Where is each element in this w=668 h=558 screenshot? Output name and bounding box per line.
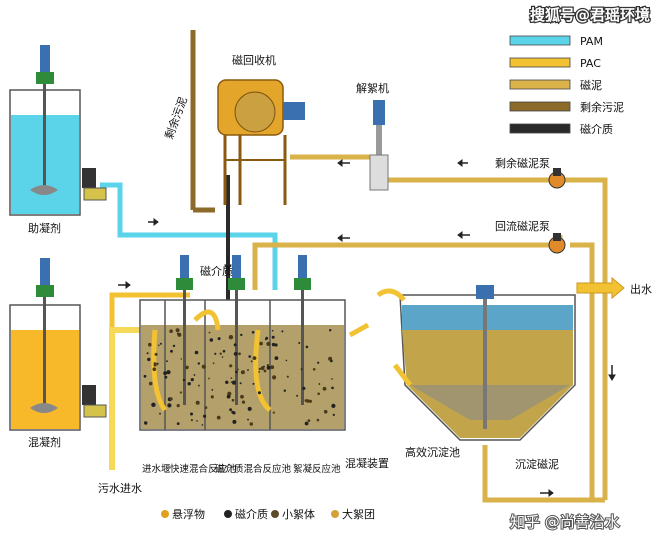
- legend-swatch: [509, 79, 571, 90]
- legend-label: PAM: [580, 35, 603, 48]
- pam-pipe: [100, 182, 278, 290]
- residual-sludge-pump: [548, 168, 566, 189]
- label-outlet-water: 出水: [630, 282, 652, 296]
- legend-swatch: [509, 101, 571, 112]
- return-pump-to-right: [570, 242, 595, 500]
- reaction-tank-group: [139, 255, 370, 431]
- label-magnetic-mixing: 磁介质混合反应池: [215, 463, 292, 475]
- watermark-top: 搜狐号@君瑶环境: [530, 6, 650, 24]
- return-sludge-pump: [548, 233, 566, 254]
- sedimentation-tank: [376, 285, 576, 441]
- bottom-legend-marker: [161, 510, 169, 518]
- coagulant-pump: [82, 385, 107, 418]
- label-coag-device: 混凝装置: [345, 456, 389, 470]
- label-inlet-channel: 进水堰: [142, 463, 171, 475]
- disperser-machine: [369, 100, 389, 191]
- bottom-legend-label: 磁介质: [235, 508, 268, 521]
- label-magnetic-media: 磁介质: [200, 265, 233, 278]
- legend-swatch: [509, 57, 571, 68]
- bottom-legend-marker: [271, 510, 279, 518]
- legend-label: 剩余污泥: [580, 100, 624, 114]
- coagulant-tank: [9, 258, 81, 431]
- legend-label: 磁泥: [580, 79, 602, 92]
- residual-sludge-pump-pipe: [385, 177, 608, 500]
- suspended-particles: [143, 328, 336, 426]
- bottom-legend-label: 大絮团: [342, 507, 375, 521]
- label-return-sludge-pump: 回流磁泥泵: [495, 219, 550, 233]
- label-settled-sludge: 沉淀磁泥: [515, 457, 559, 471]
- bottom-legend: 悬浮物 磁介质 小絮体 大絮团: [161, 507, 375, 521]
- legend-label: 磁介质: [580, 123, 613, 136]
- label-rapid-mixing: 快速混合反应池: [170, 463, 237, 475]
- bottom-legend-marker: [224, 510, 232, 518]
- bottom-legend-label: 小絮体: [282, 507, 315, 521]
- legend-label: PAC: [580, 57, 601, 70]
- outlet-arrow: [576, 276, 625, 300]
- magnetic-recovery-machine: [217, 79, 305, 205]
- legend-swatch: [509, 35, 571, 46]
- coagulant-aid-pump: [82, 168, 107, 201]
- sludge-bottom-loop: [482, 445, 605, 503]
- bottom-legend-label: 悬浮物: [172, 507, 205, 521]
- watermark-bottom: 知乎 @尚善治水: [510, 513, 620, 531]
- sewage-inlet-pipe: [109, 327, 140, 470]
- label-coagulant-aid: 助凝剂: [28, 221, 61, 235]
- label-magnetic-recovery: 磁回收机: [232, 53, 276, 67]
- bottom-legend-marker: [331, 510, 339, 518]
- coagulant-aid-tank: [9, 45, 81, 216]
- legend-swatch: [509, 123, 571, 134]
- label-residual-sludge-pump: 剩余磁泥泵: [495, 156, 550, 170]
- label-flocculation: 絮凝反应池: [293, 463, 341, 475]
- label-sedimentation: 高效沉淀池: [405, 445, 460, 459]
- label-disperser: 解絮机: [356, 81, 389, 95]
- label-sewage-inlet: 污水进水: [98, 482, 142, 495]
- label-coagulant: 混凝剂: [28, 435, 61, 449]
